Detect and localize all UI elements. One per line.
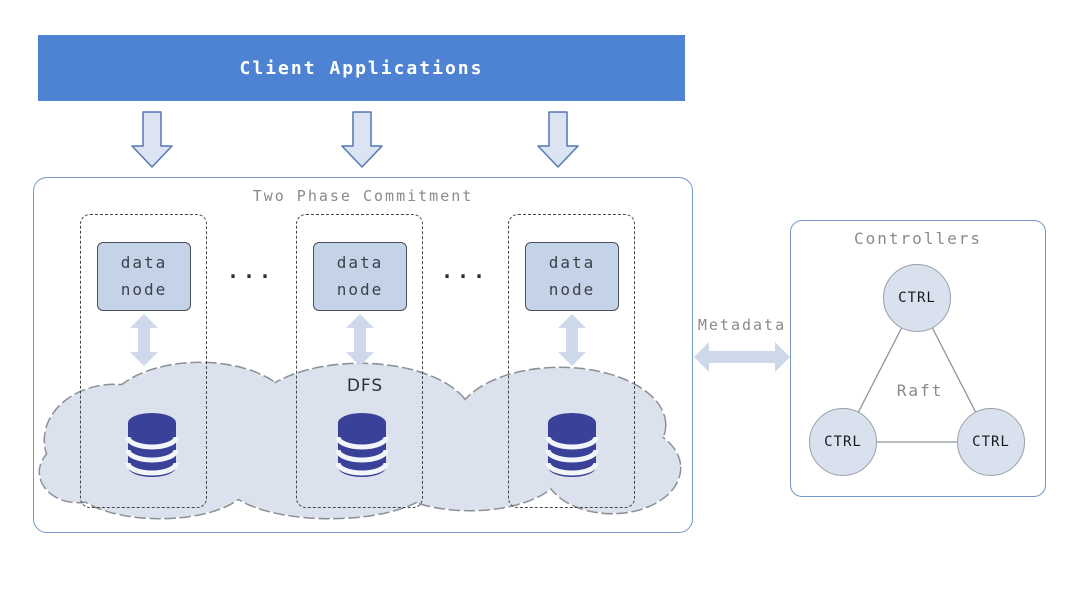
data-node-box: data node [313,242,407,311]
ctrl-node: CTRL [883,264,951,332]
down-arrow-icon [341,111,383,168]
ctrl-node-label: CTRL [898,290,936,306]
database-icon [125,413,179,477]
controllers-title: Controllers [854,229,982,248]
data-node-box: data node [525,242,619,311]
banner-title: Client Applications [239,57,484,79]
database-icon [545,413,599,477]
sync-arrow-icon [558,314,586,366]
data-node-column [296,214,423,508]
ctrl-node: CTRL [809,408,877,476]
dfs-label: DFS [346,376,384,396]
controllers-box: Controllers [790,220,1046,497]
ellipsis: ... [226,259,276,283]
sync-arrow-icon [130,314,158,366]
two-phase-box: Two Phase Commitment [33,177,693,533]
metadata-label: Metadata [697,316,787,334]
data-node-label: data node [120,253,168,299]
data-node-box: data node [97,242,191,311]
raft-label: Raft [896,381,944,400]
data-node-label: data node [336,253,384,299]
down-arrow-icon [537,111,579,168]
data-node-column [508,214,635,508]
ctrl-node: CTRL [957,408,1025,476]
ctrl-node-label: CTRL [972,434,1010,450]
metadata-arrow-icon [694,342,790,372]
database-icon [335,413,389,477]
ellipsis: ... [440,259,490,283]
two-phase-title: Two Phase Commitment [252,187,474,205]
client-applications-banner: Client Applications [38,35,685,101]
sync-arrow-icon [346,314,374,366]
ctrl-node-label: CTRL [824,434,862,450]
data-node-column [80,214,207,508]
down-arrow-icon [131,111,173,168]
data-node-label: data node [548,253,596,299]
